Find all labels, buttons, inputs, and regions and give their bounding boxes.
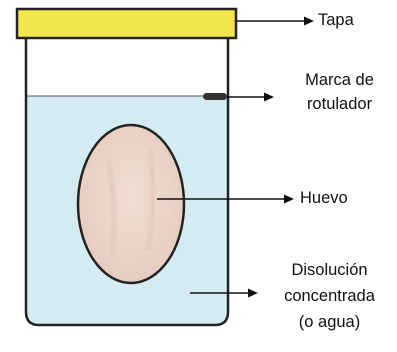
lid [15,7,238,40]
label-marker: Marca de rotulador [282,68,397,116]
arrow-solution [190,288,258,298]
label-solution: Disolución concentrada (o agua) [262,257,397,335]
label-marker-line1: Marca de [305,71,374,89]
label-egg-text: Huevo [300,189,348,207]
label-lid-text: Tapa [318,11,354,29]
label-solution-line3: (o agua) [298,313,361,331]
egg [76,123,186,285]
arrow-lid [236,16,314,26]
label-solution-line1: Disolución [291,261,368,279]
arrow-egg [157,194,294,204]
label-lid: Tapa [318,8,354,32]
arrow-marker [227,92,274,102]
label-solution-line2: concentrada [284,287,375,305]
label-marker-line2: rotulador [306,95,373,113]
jar [24,38,230,327]
egg-shading [105,149,156,256]
label-egg: Huevo [300,186,348,210]
marker-mark [203,93,227,100]
